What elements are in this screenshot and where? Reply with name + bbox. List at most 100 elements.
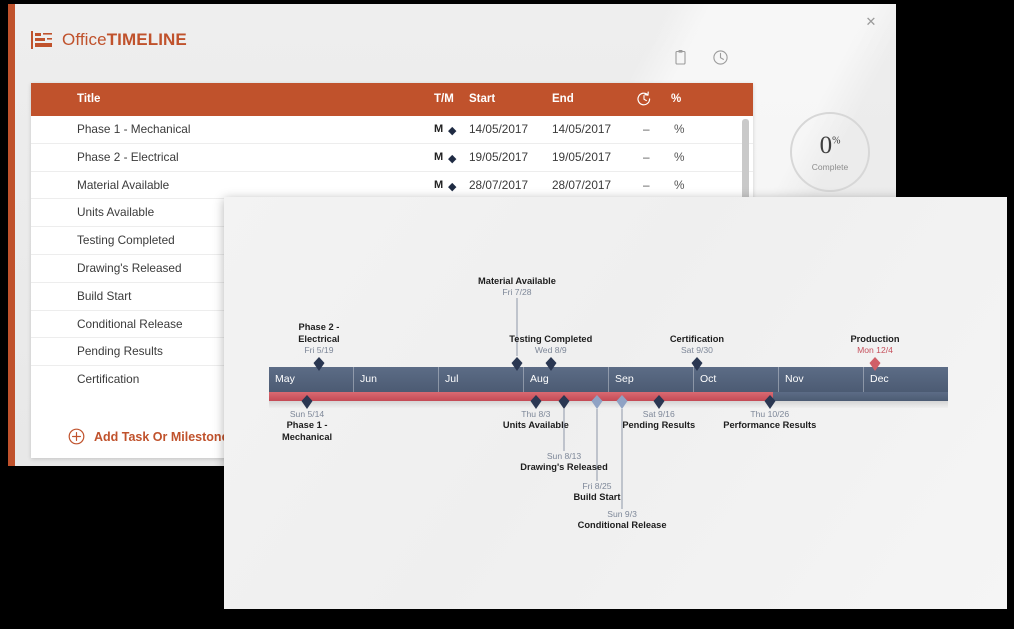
progress-fill xyxy=(269,392,773,401)
column-header-title[interactable]: Title xyxy=(77,93,101,105)
milestone-date: Fri 8/25 xyxy=(582,481,612,491)
cell-title: Pending Results xyxy=(77,344,163,359)
add-task-button[interactable]: Add Task Or Milestone xyxy=(68,428,229,445)
month-cell: Aug xyxy=(523,367,608,392)
add-task-label: Add Task Or Milestone xyxy=(94,429,229,444)
milestone-date: Sun 9/3 xyxy=(607,509,637,519)
table-header-row: Title T/M Start End % xyxy=(31,83,753,116)
window-accent-bar xyxy=(8,4,15,466)
donut-value: 0% xyxy=(790,132,870,160)
month-cell: Nov xyxy=(778,367,863,392)
milestone-date: Sun 8/13 xyxy=(546,451,582,461)
cell-duration: – xyxy=(643,149,650,164)
donut-ring xyxy=(790,112,870,192)
milestone-name: Testing Completed xyxy=(509,333,593,344)
cell-tm: M xyxy=(434,123,444,135)
cell-title: Drawing's Released xyxy=(77,260,182,275)
month-cell: Oct xyxy=(693,367,778,392)
cell-percent: % xyxy=(674,177,685,192)
milestone-diamond-icon[interactable] xyxy=(869,357,881,371)
clock-icon[interactable] xyxy=(712,49,729,66)
cell-title: Phase 1 - Mechanical xyxy=(77,122,191,136)
donut-number: 0 xyxy=(819,132,833,159)
cell-title: Testing Completed xyxy=(77,233,175,248)
cell-title: Units Available xyxy=(77,205,155,220)
milestone-date: Wed 8/9 xyxy=(534,345,567,355)
cell-end: 28/07/2017 xyxy=(552,177,612,192)
column-header-percent[interactable]: % xyxy=(671,93,682,105)
milestone-diamond-icon[interactable] xyxy=(616,395,628,409)
milestone-date: Fri 5/19 xyxy=(304,345,334,355)
column-header-tm[interactable]: T/M xyxy=(434,93,454,105)
office-timeline-logo-icon xyxy=(30,30,54,50)
table-row[interactable]: Certification xyxy=(31,366,753,394)
column-header-end[interactable]: End xyxy=(552,93,574,105)
donut-label: Complete xyxy=(811,162,849,172)
milestone-leader-line xyxy=(596,409,598,481)
month-cell: Jun xyxy=(353,367,438,392)
cell-end: 14/05/2017 xyxy=(552,122,612,136)
milestone-leader-line xyxy=(621,409,623,509)
app-title-thin: Office xyxy=(62,30,107,49)
cell-title: Conditional Release xyxy=(77,316,183,331)
milestone-diamond-icon: ◆ xyxy=(448,152,457,165)
milestone-leader-line xyxy=(516,298,518,356)
cell-start: 14/05/2017 xyxy=(469,122,529,136)
milestone-diamond-icon[interactable] xyxy=(511,357,523,371)
table-scrollbar-thumb[interactable] xyxy=(742,119,749,211)
milestone-diamond-icon[interactable] xyxy=(558,395,570,409)
cell-percent: % xyxy=(674,122,685,136)
clipboard-icon[interactable] xyxy=(672,49,689,66)
cell-tm: M xyxy=(434,150,444,163)
milestone-name: Performance Results xyxy=(723,420,817,430)
cell-percent: % xyxy=(674,149,685,164)
plus-circle-icon xyxy=(68,428,85,445)
milestone-diamond-icon[interactable] xyxy=(301,395,313,409)
donut-percent-sign: % xyxy=(832,135,841,147)
cell-title: Certification xyxy=(77,372,140,387)
milestone-date: Thu 8/3 xyxy=(521,409,551,419)
completion-donut: 0% Complete xyxy=(790,112,870,192)
cell-duration: – xyxy=(643,177,650,192)
duration-icon[interactable] xyxy=(636,91,652,108)
milestone-diamond-icon[interactable] xyxy=(691,357,703,371)
milestone-diamond-icon: ◆ xyxy=(448,180,457,193)
milestone-diamond-icon[interactable] xyxy=(313,357,325,371)
milestone-diamond-icon: ◆ xyxy=(448,125,457,137)
cell-start: 28/07/2017 xyxy=(469,177,529,192)
milestone-date: Mon 12/4 xyxy=(857,345,893,355)
milestone-diamond-icon[interactable] xyxy=(530,395,542,409)
milestone-date: Fri 7/28 xyxy=(502,287,532,297)
column-header-start[interactable]: Start xyxy=(469,93,496,105)
cell-end: 19/05/2017 xyxy=(552,149,612,164)
milestone-diamond-icon[interactable] xyxy=(653,395,665,409)
cell-title: Build Start xyxy=(77,288,132,303)
milestone-diamond-icon[interactable] xyxy=(764,395,776,409)
milestone-name: Phase 2 -Electrical xyxy=(298,322,340,344)
milestone-name: Units Available xyxy=(502,420,569,430)
milestone-date: Thu 10/26 xyxy=(750,409,790,419)
milestone-diamond-icon[interactable] xyxy=(545,357,557,371)
table-row[interactable]: Phase 1 - Mechanical M ◆ 14/05/2017 14/05/20… xyxy=(31,116,753,144)
cell-start: 19/05/2017 xyxy=(469,149,529,164)
milestone-diamond-icon[interactable] xyxy=(591,395,603,409)
milestone-name: Drawing's Released xyxy=(520,462,608,472)
close-icon[interactable]: ✕ xyxy=(865,14,877,29)
cell-duration: – xyxy=(643,122,650,136)
milestone-date: Sat 9/16 xyxy=(642,409,675,419)
milestone-name: Pending Results xyxy=(622,420,696,430)
